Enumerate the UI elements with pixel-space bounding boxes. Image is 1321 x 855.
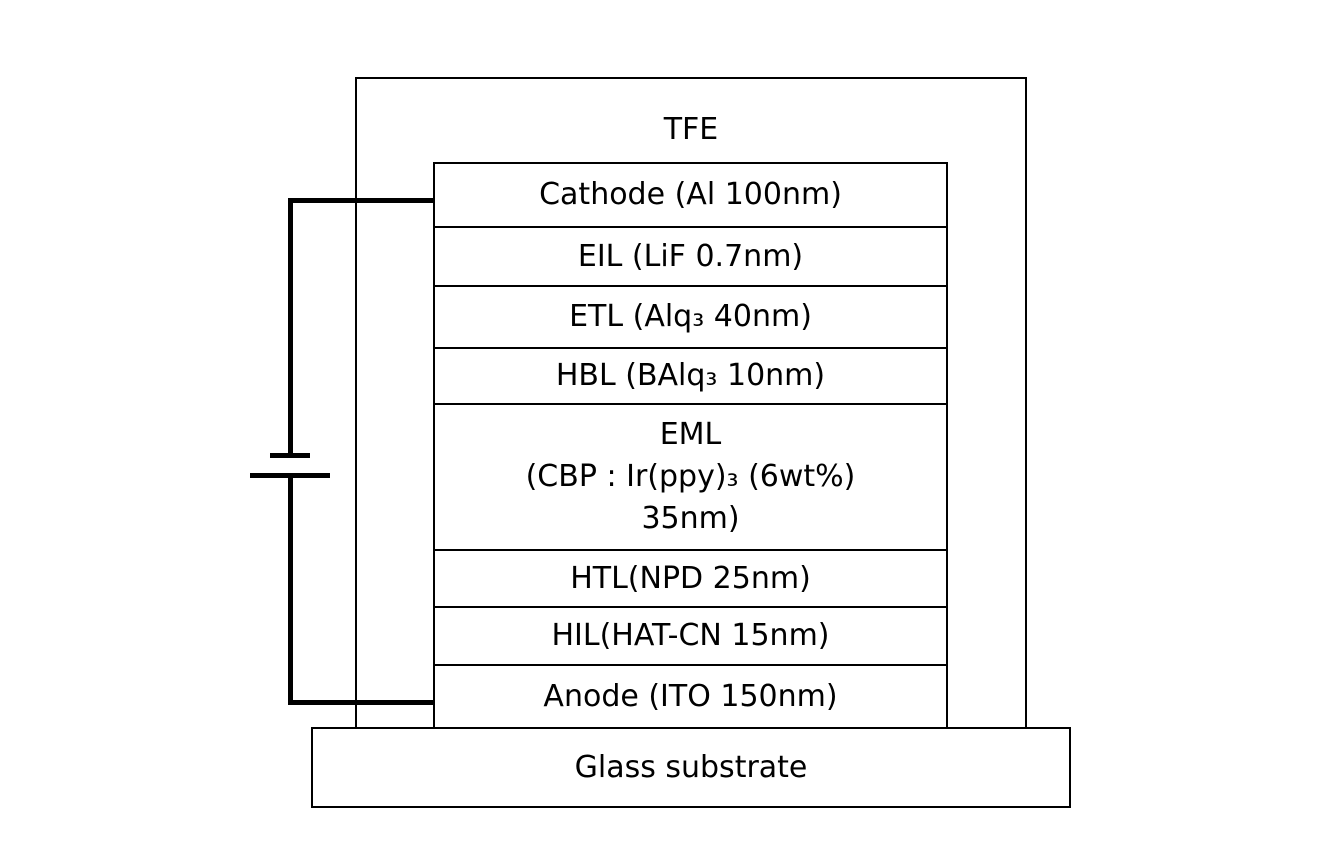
layer-htl-label: HTL(NPD 25nm) (570, 558, 811, 600)
tfe-label: TFE (355, 110, 1027, 150)
layer-cathode: Cathode (Al 100nm) (433, 162, 948, 228)
layer-hil: HIL(HAT-CN 15nm) (433, 606, 948, 666)
layer-etl-label: ETL (Alq₃ 40nm) (569, 296, 812, 338)
cathode-wire (288, 198, 434, 203)
layer-eml: EML (CBP : Ir(ppy)₃ (6wt%) 35nm) (433, 403, 948, 551)
layer-hbl: HBL (BAlq₃ 10nm) (433, 347, 948, 405)
layer-eil: EIL (LiF 0.7nm) (433, 226, 948, 287)
layer-eml-label-line-1: EML (660, 414, 722, 456)
layer-anode: Anode (ITO 150nm) (433, 664, 948, 730)
battery-negative-plate (270, 453, 310, 458)
anode-wire (288, 700, 434, 705)
layer-eml-label-line-3: 35nm) (641, 498, 739, 540)
glass-substrate: Glass substrate (311, 727, 1071, 808)
circuit-wire-lower (288, 475, 293, 705)
layer-hil-label: HIL(HAT-CN 15nm) (551, 615, 829, 657)
layer-hbl-label: HBL (BAlq₃ 10nm) (556, 355, 825, 397)
layer-eml-label-line-2: (CBP : Ir(ppy)₃ (6wt%) (526, 456, 856, 498)
layer-htl: HTL(NPD 25nm) (433, 549, 948, 608)
layer-cathode-label: Cathode (Al 100nm) (539, 174, 842, 216)
glass-substrate-label: Glass substrate (575, 750, 808, 785)
layer-anode-label: Anode (ITO 150nm) (543, 676, 837, 718)
layer-eil-label: EIL (LiF 0.7nm) (578, 236, 803, 278)
layer-etl: ETL (Alq₃ 40nm) (433, 285, 948, 349)
circuit-wire-upper (288, 198, 293, 458)
